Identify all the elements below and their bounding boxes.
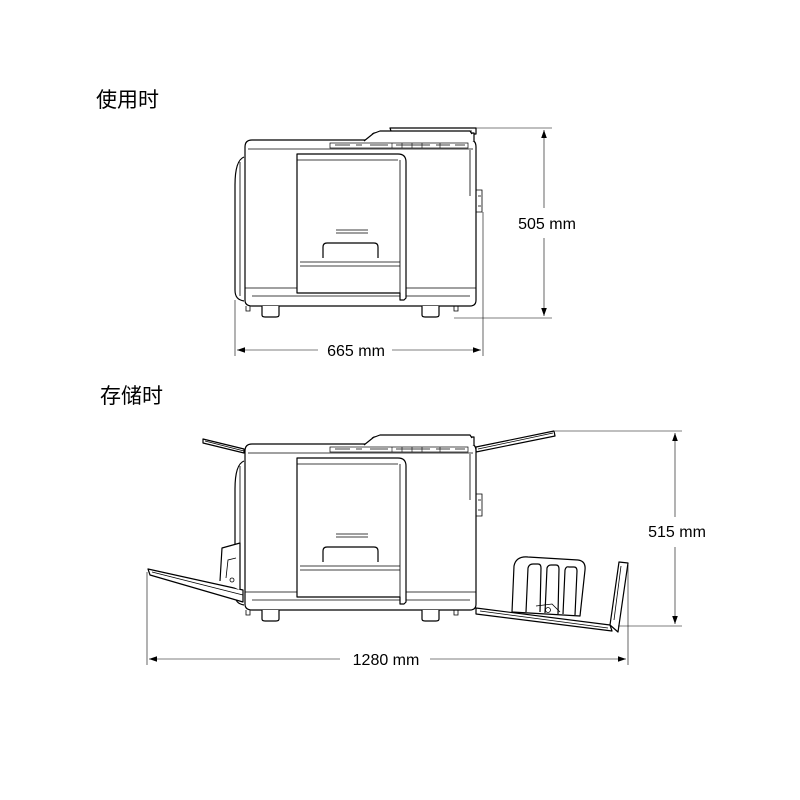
storage-printer-drawing	[147, 430, 629, 633]
storage-height-label: 515 mm	[648, 524, 706, 541]
storage-title: 存储时	[100, 384, 163, 408]
in-use-height-dimension: 505 mm	[454, 127, 576, 319]
in-use-printer-drawing	[234, 127, 483, 318]
in-use-width-dimension: 665 mm	[234, 212, 484, 360]
storage-width-label: 1280 mm	[353, 652, 420, 669]
in-use-height-label: 505 mm	[518, 216, 576, 233]
storage-height-dimension: 515 mm	[555, 430, 706, 627]
in-use-width-label: 665 mm	[327, 343, 385, 360]
storage-width-dimension: 1280 mm	[146, 565, 629, 669]
in-use-title: 使用时	[96, 88, 159, 112]
